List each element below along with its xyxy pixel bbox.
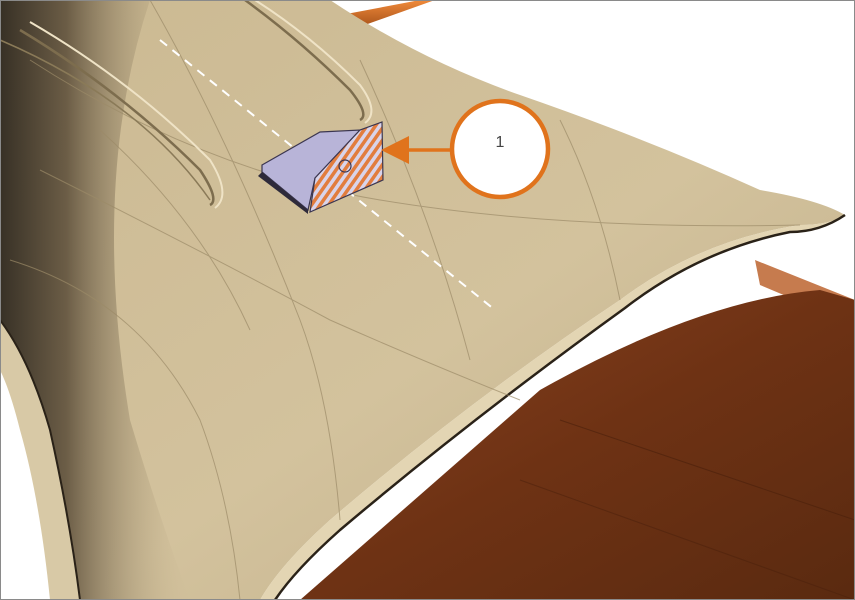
callout-number: 1 [495, 134, 505, 151]
left-flange [0, 320, 80, 600]
surface-patch-lines [9, 0, 801, 600]
duct-interior [300, 290, 855, 600]
bracket-part [258, 121, 384, 214]
callout-circle [449, 98, 551, 200]
surface-ribs [0, 0, 373, 209]
